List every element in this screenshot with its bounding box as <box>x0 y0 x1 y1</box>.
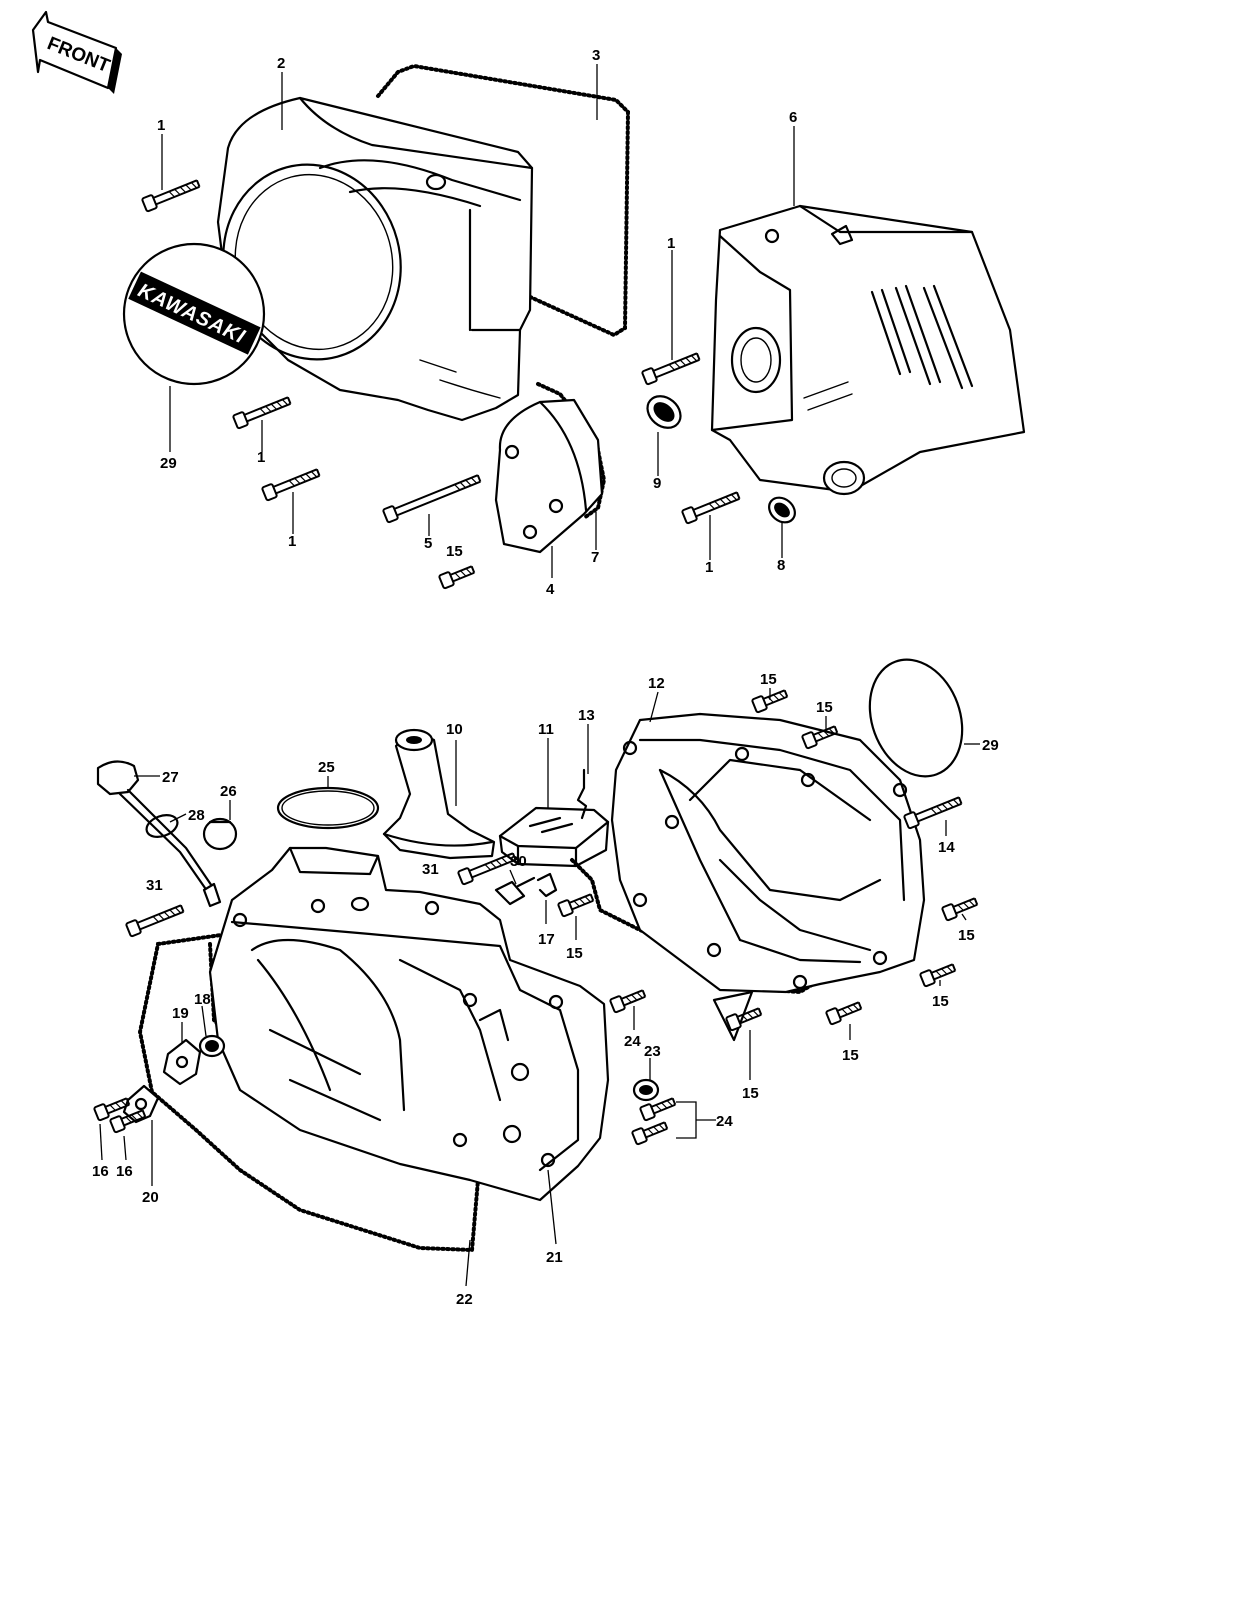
callout-25: 25 <box>318 759 335 776</box>
part-15-bolt <box>437 562 477 590</box>
part-6-sprocket-cover <box>710 204 1026 496</box>
callout-14: 14 <box>938 839 955 856</box>
callout-26: 26 <box>220 783 237 800</box>
part-31-bolt <box>124 901 186 938</box>
callout-16: 16 <box>92 1163 109 1180</box>
part-17-bracket <box>536 872 558 898</box>
part-13-clip <box>576 768 588 820</box>
callout-1: 1 <box>257 449 265 466</box>
callout-10: 10 <box>446 721 463 738</box>
part-15-bolt <box>940 894 980 922</box>
part-26-plug <box>202 817 238 851</box>
callout-15: 15 <box>932 993 949 1010</box>
callout-21: 21 <box>546 1249 563 1266</box>
callout-3: 3 <box>592 47 600 64</box>
callout-1: 1 <box>288 533 296 550</box>
part-23-seal <box>632 1078 660 1102</box>
callout-31: 31 <box>146 877 163 894</box>
callout-24: 24 <box>624 1033 641 1050</box>
part-27-oil-cap <box>96 760 222 908</box>
callout-29: 29 <box>160 455 177 472</box>
part-29-o-ring <box>868 658 964 778</box>
callout-9: 9 <box>653 475 661 492</box>
part-1-bolt <box>680 488 742 525</box>
callout-15: 15 <box>816 699 833 716</box>
part-15-bolt <box>918 960 958 988</box>
part-12-outer-cover <box>570 712 926 1042</box>
callout-1: 1 <box>705 559 713 576</box>
callout-4: 4 <box>546 581 555 598</box>
callout-15: 15 <box>446 543 463 560</box>
part-5-bolt <box>381 470 483 524</box>
part-24-bolt <box>608 986 648 1014</box>
part-18-seal <box>198 1034 226 1058</box>
callout-15: 15 <box>842 1047 859 1064</box>
callout-19: 19 <box>172 1005 189 1022</box>
part-9-oil-seal <box>646 395 682 429</box>
part-28-o-ring <box>145 814 179 838</box>
callout-15: 15 <box>742 1085 759 1102</box>
callout-7: 7 <box>591 549 599 566</box>
callout-29: 29 <box>982 737 999 754</box>
part-1-bolt <box>260 465 322 502</box>
part-2-cover <box>216 96 534 422</box>
lower-leaders <box>99 688 980 1287</box>
part-25-ring <box>276 786 380 830</box>
callout-8: 8 <box>777 557 785 574</box>
callout-11: 11 <box>538 721 554 738</box>
callout-22: 22 <box>456 1291 473 1308</box>
callout-15: 15 <box>566 945 583 962</box>
callout-2: 2 <box>277 55 285 72</box>
part-4-small-cover <box>494 382 607 554</box>
callout-17: 17 <box>538 931 555 948</box>
callout-16: 16 <box>116 1163 133 1180</box>
part-15-bolt <box>556 890 596 918</box>
part-29-cap: KAWASAKI <box>122 242 266 386</box>
part-30-screw <box>494 876 536 906</box>
callout-27: 27 <box>162 769 179 786</box>
callout-28: 28 <box>188 807 205 824</box>
callout-24: 24 <box>716 1113 733 1130</box>
part-1-bolt <box>640 349 702 386</box>
part-15-bolt <box>724 1004 764 1032</box>
part-24-bolt <box>630 1118 670 1146</box>
part-15-bolt <box>824 998 864 1026</box>
callout-15: 15 <box>760 671 777 688</box>
callout-30: 30 <box>510 853 527 870</box>
part-10-boot <box>382 728 496 860</box>
callout-15: 15 <box>958 927 975 944</box>
callout-12: 12 <box>648 675 665 692</box>
callout-31: 31 <box>422 861 439 878</box>
callout-1: 1 <box>157 117 165 134</box>
callout-18: 18 <box>194 991 211 1008</box>
upper-leaders <box>161 64 795 578</box>
callout-1: 1 <box>667 235 675 252</box>
part-19-plate <box>162 1038 202 1086</box>
callout-labels: 1 2 3 6 1 29 1 9 1 5 15 7 4 1 8 15 12 15… <box>92 47 999 1308</box>
part-21-case-cover <box>208 846 610 1202</box>
callout-23: 23 <box>644 1043 661 1060</box>
front-arrow-icon: FRONT <box>31 10 122 94</box>
callout-6: 6 <box>789 109 797 126</box>
part-14-bolt <box>902 793 964 830</box>
callout-5: 5 <box>424 535 432 552</box>
part-20-plate <box>122 1084 160 1124</box>
part-11-box <box>498 806 610 868</box>
callout-13: 13 <box>578 707 595 724</box>
part-8-oil-seal <box>768 496 796 524</box>
part-3-gasket <box>376 63 631 338</box>
part-1-bolt <box>140 176 202 213</box>
callout-20: 20 <box>142 1189 159 1206</box>
